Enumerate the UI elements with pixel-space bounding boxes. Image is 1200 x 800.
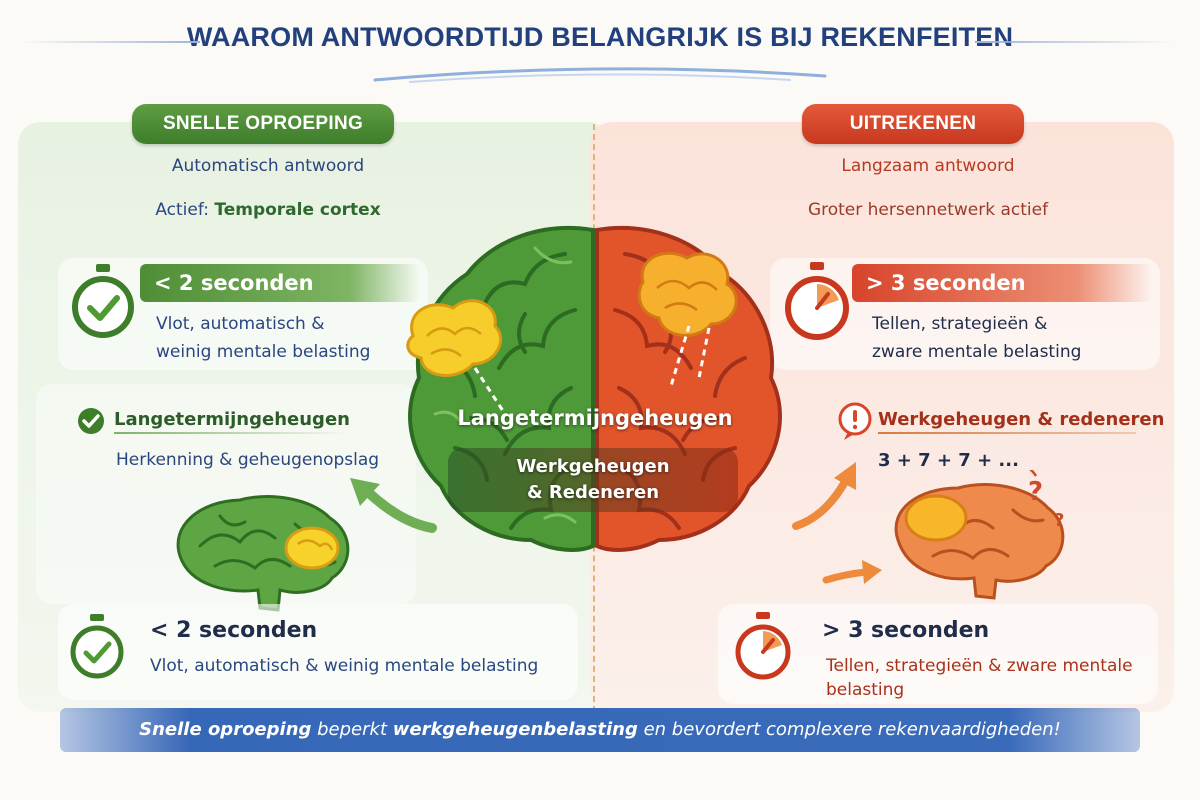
center-label-reasoning: & Redeneren xyxy=(526,482,660,503)
exclamation-bubble-icon xyxy=(838,402,872,440)
right-card-line2: zware mentale belasting xyxy=(872,342,1082,362)
page-title: WAAROM ANTWOORDTIJD BELANGRIJK IS BIJ RE… xyxy=(186,22,1014,52)
right-time-bottom: > 3 seconden xyxy=(822,618,990,643)
central-brain-illustration xyxy=(406,225,782,552)
stopwatch-red-icon xyxy=(735,612,791,680)
left-memory-heading: Langetermijngeheugen xyxy=(114,409,350,430)
sum-expression: 3 + 7 + 7 + ... xyxy=(878,450,1019,471)
right-time-card-bottom xyxy=(718,604,1158,704)
left-subtitle: Automatisch antwoord xyxy=(171,156,365,176)
left-card-line1: Vlot, automatisch & xyxy=(156,314,325,334)
right-card2-line1: Tellen, strategieën & zware mentale xyxy=(826,656,1133,676)
stopwatch-red-icon xyxy=(785,262,849,340)
stopwatch-check-icon xyxy=(70,614,124,679)
center-label-working-memory: Werkgeheugen xyxy=(516,456,670,477)
title-swoosh xyxy=(373,67,827,83)
left-card-line2: weinig mentale belasting xyxy=(156,342,371,362)
conclusion-part1: Snelle oproeping xyxy=(139,719,312,740)
conclusion-part4: en bevordert complexere rekenvaardighede… xyxy=(637,719,1061,740)
left-card2-text: Vlot, automatisch & weinig mentale belas… xyxy=(150,656,539,676)
orange-arrow-up-icon xyxy=(792,462,856,530)
right-card2-line2: belasting xyxy=(826,680,905,700)
left-active-region: Actief: Temporale cortex xyxy=(58,200,478,220)
right-card-line1: Tellen, strategieën & xyxy=(872,314,1048,334)
right-network: Groter hersennetwerk actief xyxy=(807,200,1049,220)
small-orange-brain-icon: ? ? xyxy=(894,470,1064,600)
green-arrow-icon xyxy=(350,478,437,533)
fast-recall-pill: SNELLE OPROEPING xyxy=(132,104,394,144)
left-time-banner: < 2 seconden xyxy=(140,264,420,302)
svg-text:?: ? xyxy=(1054,510,1064,531)
right-time-banner: > 3 seconden xyxy=(852,264,1152,302)
conclusion-banner xyxy=(60,708,1140,752)
left-time-bottom: < 2 seconden xyxy=(150,618,318,643)
title-rule-left xyxy=(20,41,200,43)
right-subtitle: Langzaam antwoord xyxy=(841,156,1015,176)
center-label-longterm: Langetermijngeheugen xyxy=(457,406,733,430)
stopwatch-check-icon xyxy=(72,264,134,338)
left-memory-text: Herkenning & geheugenopslag xyxy=(116,450,380,470)
svg-text:?: ? xyxy=(1028,477,1043,507)
conclusion-part2: beperkt xyxy=(311,719,393,740)
conclusion-text: Snelle oproeping beperkt werkgeheugenbel… xyxy=(60,708,1140,752)
conclusion-part3: werkgeheugenbelasting xyxy=(392,719,638,740)
left-time-card-bottom xyxy=(58,604,578,700)
left-memory-underline xyxy=(114,432,350,434)
active-prefix: Actief: xyxy=(155,200,215,220)
small-green-brain-icon xyxy=(176,495,350,612)
right-memory-underline xyxy=(878,432,1136,434)
title-rule-right xyxy=(975,41,1175,43)
calculating-pill: UITREKENEN xyxy=(802,104,1024,144)
active-region-name: Temporale cortex xyxy=(214,200,381,220)
right-memory-heading: Werkgeheugen & redeneren xyxy=(878,409,1165,430)
center-label-backdrop xyxy=(448,448,738,512)
orange-arrow-right-icon xyxy=(822,560,882,584)
check-circle-icon xyxy=(78,408,104,434)
